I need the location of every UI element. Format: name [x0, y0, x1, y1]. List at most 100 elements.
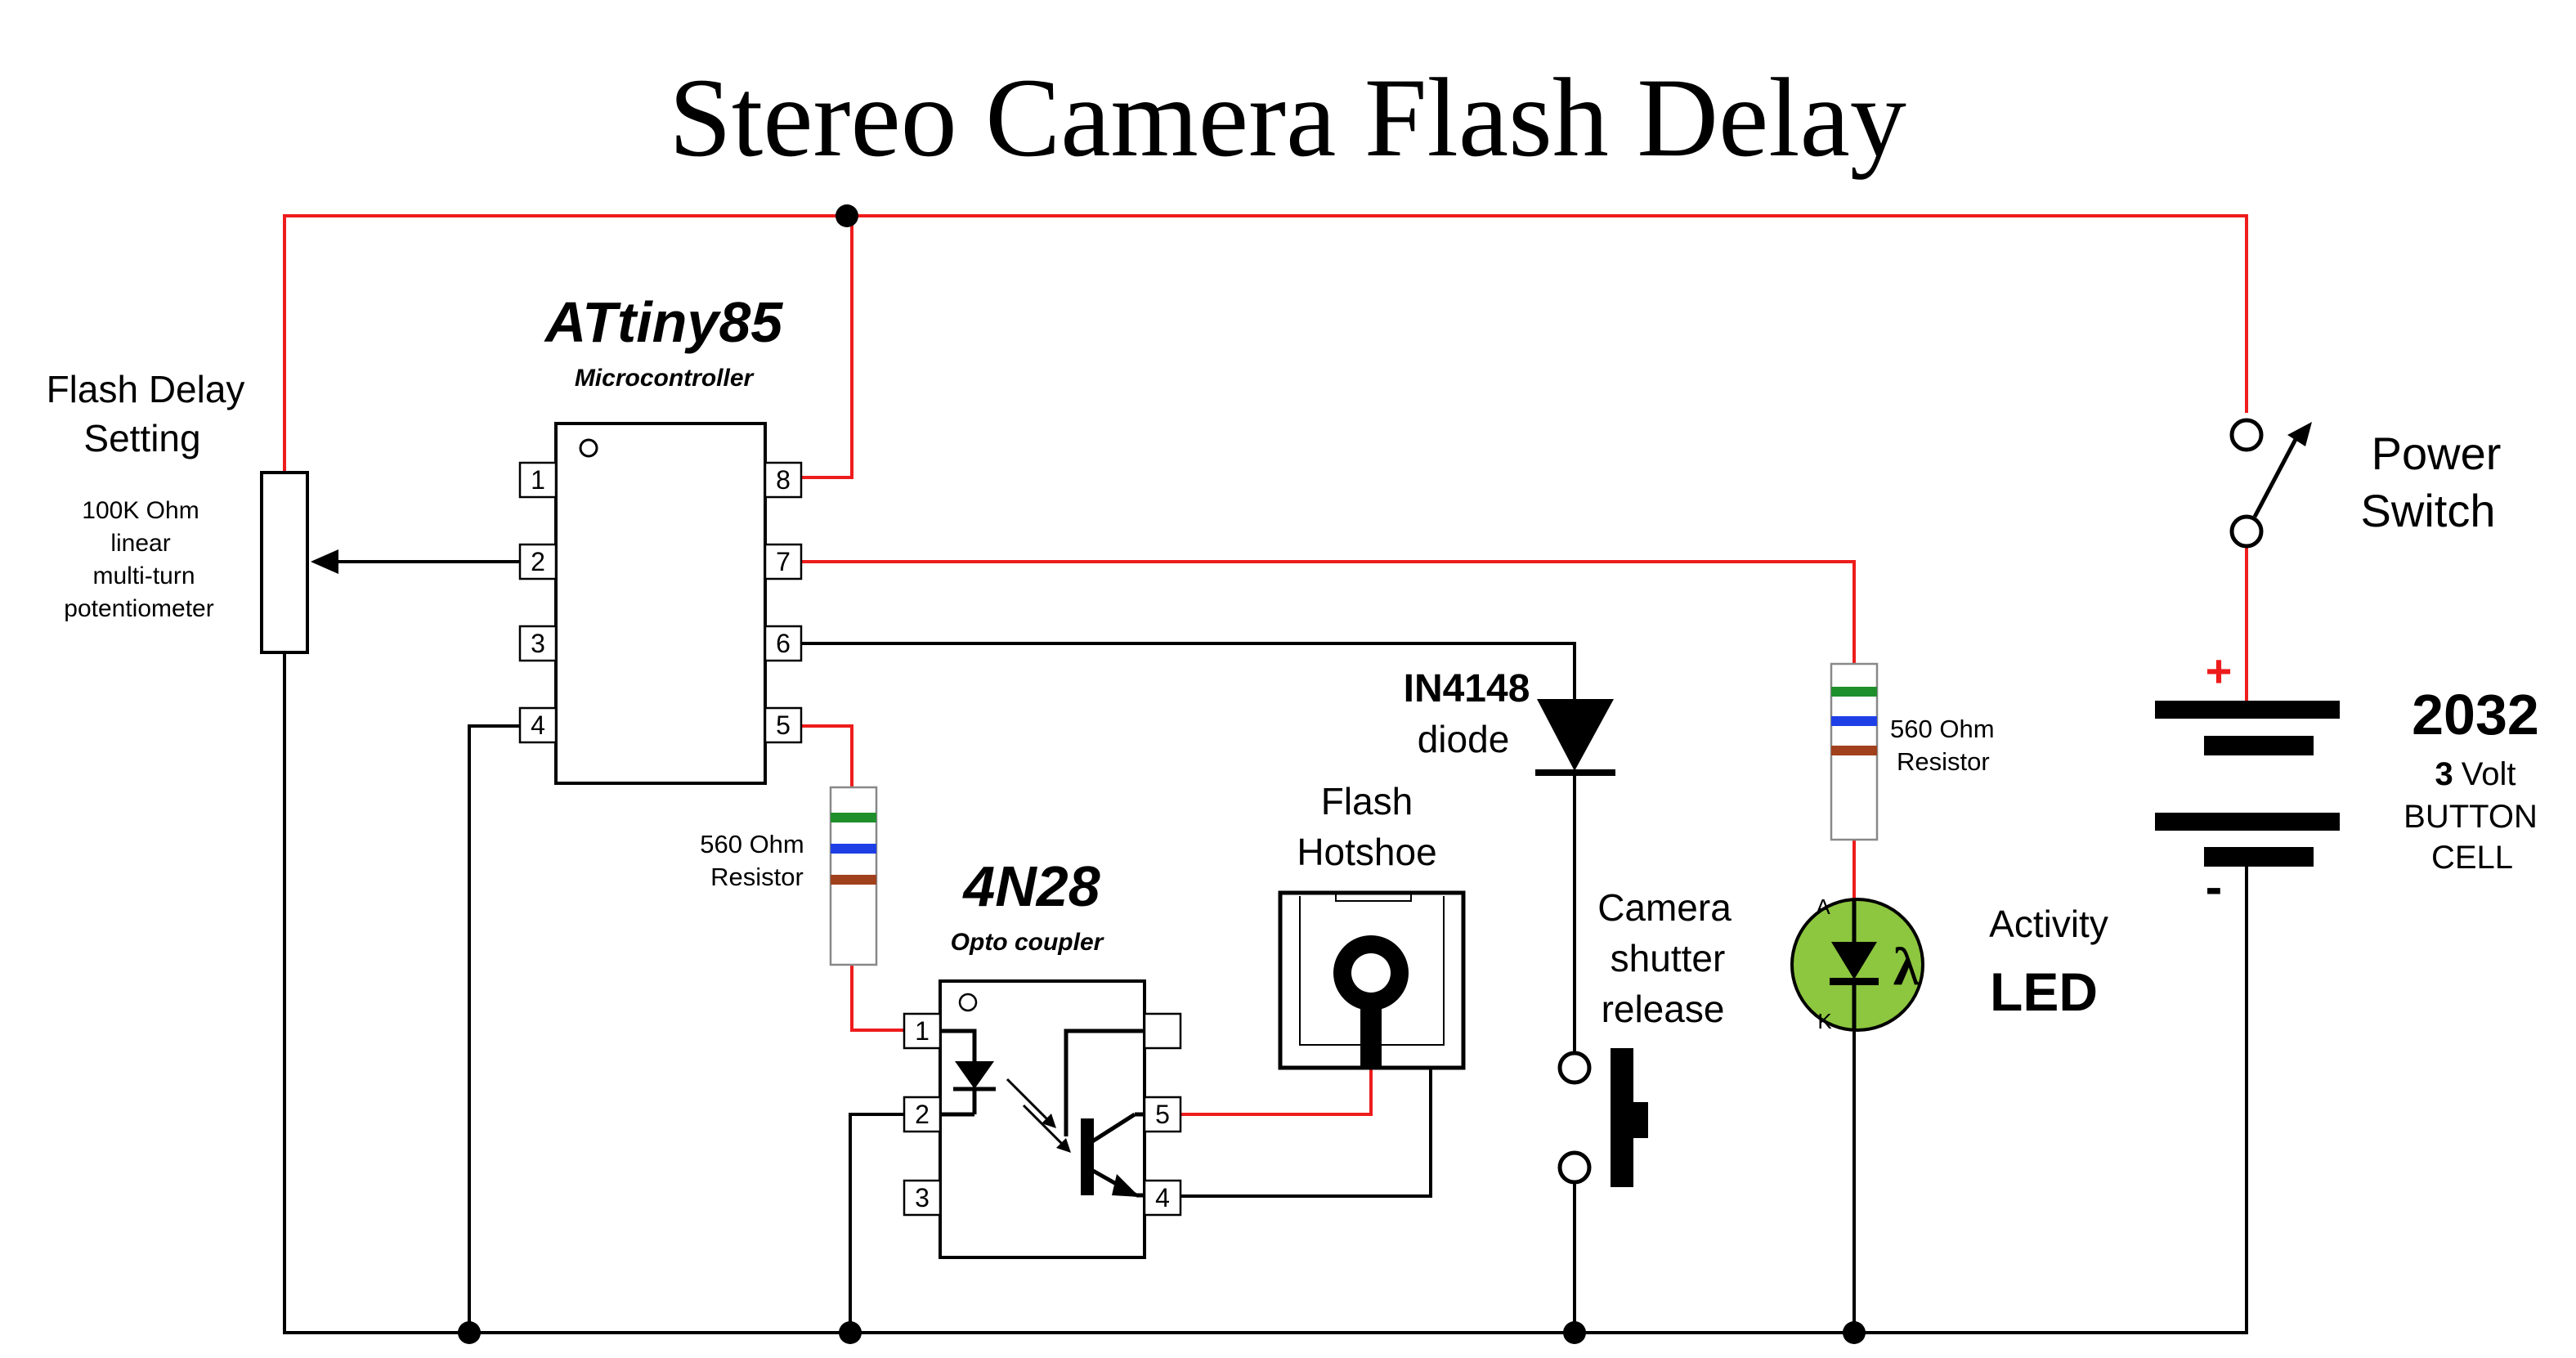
- mcu-pin-box: [518, 706, 558, 744]
- resistor-opto-label-line2: Resistor: [710, 863, 804, 891]
- mcu-pin-number: 7: [776, 547, 791, 576]
- mcu-pin-box: [518, 625, 558, 662]
- mcu-body: [554, 422, 767, 785]
- shutter-label-line2: shutter: [1611, 937, 1726, 979]
- shutter-switch: [1557, 1048, 1648, 1187]
- junction-dot: [836, 204, 858, 227]
- pot-spec-line3: multi-turn: [92, 562, 195, 589]
- led-cathode-label: K: [1817, 1009, 1832, 1033]
- opto-name: 4N28: [961, 854, 1100, 918]
- mcu-pin1-marker: [579, 438, 598, 458]
- mcu-pin-box: [518, 543, 558, 580]
- opto-body: [939, 979, 1146, 1259]
- shutter-contact-bottom: [1557, 1150, 1592, 1185]
- opto-subtitle: Opto coupler: [951, 929, 1105, 956]
- bottom-ground-rail-wire: [283, 651, 2248, 1334]
- resistor-band-blue: [1831, 716, 1877, 726]
- pot-spec-line4: potentiometer: [64, 595, 213, 622]
- mcu-pin-number: 4: [531, 710, 545, 740]
- opto-pin2-to-ground-wire: [849, 1113, 904, 1333]
- pin6-to-diode-wire: [800, 642, 1576, 699]
- opto-pin-box: [1143, 1179, 1182, 1217]
- shutter-label-line1: Camera: [1597, 886, 1732, 929]
- battery-plate-long: [2155, 701, 2340, 719]
- battery-plate-long: [2155, 813, 2340, 831]
- microcontroller: 1 2 3 4 8 7 6 5 ATtiny85 Microcontroller: [518, 290, 803, 785]
- resistor-led-label-line2: Resistor: [1897, 747, 1990, 776]
- hotshoe-label-line2: Hotshoe: [1297, 831, 1436, 873]
- opto-pin4-to-hotshoe-wire: [1180, 1063, 1432, 1198]
- power-switch-label-line2: Switch: [2361, 485, 2496, 536]
- resistor-opto-label-line1: 560 Ohm: [700, 830, 804, 858]
- top-rail-wire: [283, 214, 2248, 474]
- opto-pin-number: 3: [915, 1183, 930, 1212]
- hotshoe-center-contact-hole: [1351, 953, 1391, 993]
- mcu-pin-box: [764, 625, 803, 662]
- pot-spec-line1: 100K Ohm: [82, 497, 199, 524]
- led-anode-label: A: [1816, 894, 1830, 919]
- junction-dot: [839, 1321, 862, 1344]
- shutter-label-line3: release: [1602, 988, 1725, 1030]
- mcu-pin-number: 2: [531, 547, 545, 576]
- opto-pin-box: [903, 1179, 942, 1217]
- opto-resistor-to-pin1-wire: [850, 965, 904, 1032]
- battery-model: 2032: [2412, 683, 2539, 746]
- resistor-opto: [829, 786, 878, 966]
- pin7-to-led-resistor-wire: [800, 560, 1856, 664]
- diode-cathode-bar: [1535, 769, 1615, 776]
- potentiometer: [260, 471, 338, 654]
- shutter-labels: Camera shutter release: [1597, 886, 1732, 1030]
- resistor-led: [1830, 662, 1879, 841]
- switch-lever-arrow-icon: [2287, 422, 2312, 446]
- pot-spec-line2: linear: [110, 530, 170, 557]
- opto-light-arrows-icon: [1006, 1078, 1064, 1146]
- shutter-pushbutton-plunger: [1633, 1102, 1648, 1138]
- resistor-band-brown: [1831, 746, 1877, 755]
- pin8-to-rail-wire: [800, 216, 853, 479]
- opto-pin-boxes: [903, 1012, 1182, 1217]
- opto-pin-box: [903, 1012, 942, 1050]
- light-arrow-head-icon: [1042, 1114, 1056, 1128]
- mcu-pin-number: 1: [531, 465, 545, 495]
- mcu-subtitle: Microcontroller: [575, 365, 755, 392]
- junction-dots: [458, 204, 1866, 1344]
- hotshoe-labels: Flash Hotshoe: [1297, 780, 1436, 873]
- led-labels: A K Activity LED: [1816, 894, 2108, 1033]
- potentiometer-body: [260, 471, 309, 654]
- opto-pin1-marker: [958, 993, 978, 1012]
- diode-label-line1: IN4148: [1404, 667, 1530, 710]
- diode-label-line2: diode: [1418, 718, 1510, 760]
- resistor-led-labels: 560 Ohm Resistor: [1890, 715, 1995, 776]
- led-label-line2: LED: [1990, 961, 2098, 1022]
- led-label-line1: Activity: [1989, 903, 2108, 945]
- opto-pin-number: 1: [915, 1016, 930, 1046]
- phototransistor-base-bar: [1081, 1118, 1094, 1195]
- junction-dot: [1843, 1321, 1866, 1344]
- mcu-pin-number: 6: [776, 629, 791, 658]
- opto-pin-number: 2: [915, 1100, 930, 1129]
- battery-label-line2: BUTTON: [2404, 799, 2538, 835]
- mcu-pin-number: 3: [531, 629, 545, 658]
- diode-triangle-icon: [1537, 699, 1614, 771]
- switch-lever: [2252, 428, 2303, 518]
- mcu-pin-box: [764, 543, 803, 580]
- battery-volt-unit: Volt: [2462, 756, 2516, 792]
- flash-hotshoe: [1278, 890, 1466, 1070]
- opto-pin-number: 4: [1155, 1183, 1170, 1212]
- mcu-pin-numbers: 1 2 3 4 8 7 6 5: [531, 465, 791, 740]
- diagram-title: Stereo Camera Flash Delay: [669, 55, 1906, 180]
- led-cathode-bar: [1830, 978, 1879, 985]
- ground-wires: [283, 560, 2248, 1334]
- junction-dot: [458, 1321, 481, 1344]
- activity-led: λ: [1790, 898, 1924, 1032]
- diode: [1535, 699, 1615, 776]
- emitter-arrow-icon: [1112, 1174, 1140, 1197]
- hotshoe-top-notch: [1335, 892, 1412, 902]
- resistor-led-label-line1: 560 Ohm: [1890, 715, 1995, 743]
- resistor-band-brown: [831, 875, 876, 885]
- opto-pin-box: [1143, 1012, 1182, 1050]
- battery-plate-short: [2204, 847, 2314, 867]
- battery-plate-short: [2204, 736, 2314, 755]
- power-switch-labels: Power Switch: [2361, 428, 2502, 536]
